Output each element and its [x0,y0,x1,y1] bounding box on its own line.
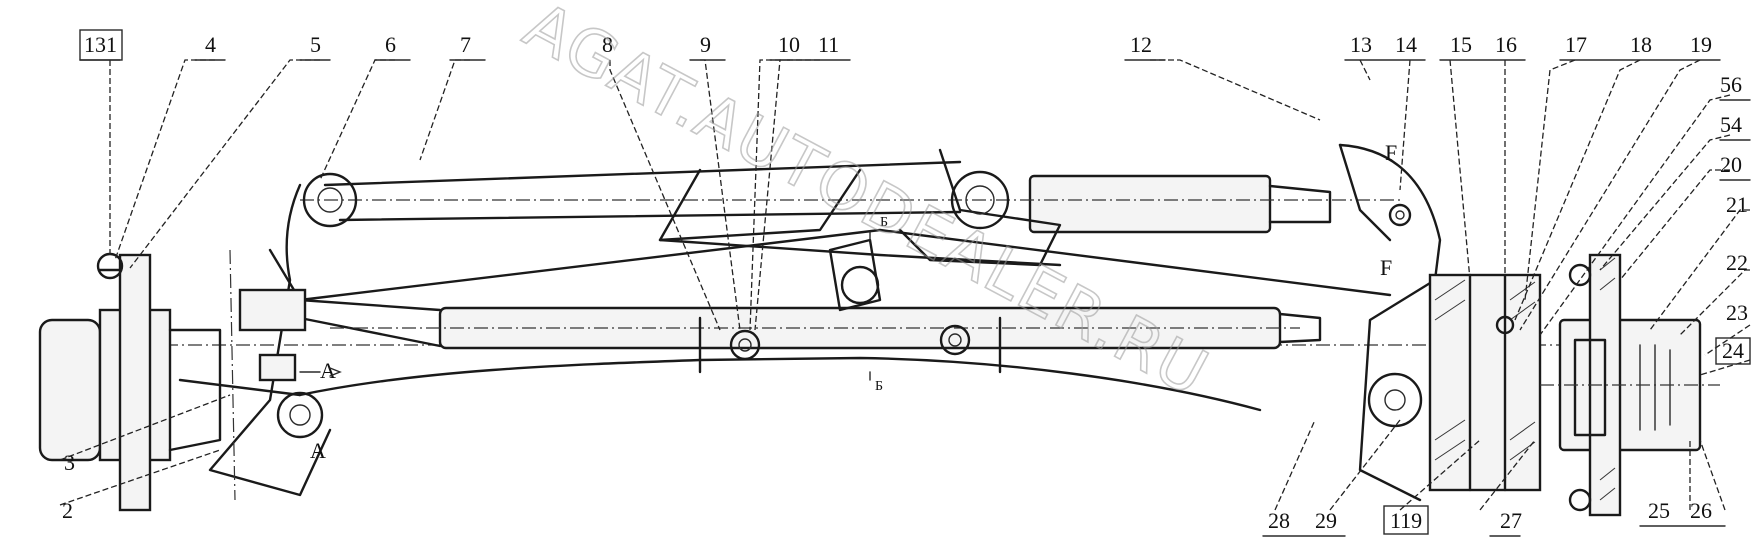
callout-7: 7 [460,32,471,57]
drag-link [300,160,1400,234]
callout-16: 16 [1495,32,1517,57]
callout-27: 27 [1500,508,1522,533]
callout-3: 3 [64,450,75,475]
section-mark-b-upper: Б [880,215,888,230]
callout-5: 5 [310,32,321,57]
callout-54: 54 [1720,112,1742,137]
callout-labels: 131 4 5 6 7 8 9 10 11 12 13 14 15 16 17 … [62,32,1748,533]
callout-13: 13 [1350,32,1372,57]
callout-10: 10 [778,32,800,57]
callout-11: 11 [818,32,839,57]
callout-4: 4 [205,32,216,57]
callout-21: 21 [1726,192,1748,217]
callout-24: 24 [1722,338,1744,363]
callout-underlines [79,29,1751,537]
callout-119: 119 [1390,508,1422,533]
callout-12: 12 [1130,32,1152,57]
callout-19: 19 [1690,32,1712,57]
callout-14: 14 [1395,32,1417,57]
section-mark-f-upper: F [1385,140,1397,165]
callout-9: 9 [700,32,711,57]
left-hub-assembly [38,172,358,512]
callout-28: 28 [1268,508,1290,533]
section-mark-a-upper: A [320,358,336,383]
section-marks: A A Б Б F F [299,140,1397,463]
tie-rod [298,298,1322,374]
right-hub-assembly [1540,253,1720,517]
callout-29: 29 [1315,508,1337,533]
callout-18: 18 [1630,32,1652,57]
callout-56: 56 [1720,72,1742,97]
section-mark-f-lower: F [1380,255,1392,280]
callout-15: 15 [1450,32,1472,57]
callout-23: 23 [1726,300,1748,325]
callout-131: 131 [84,32,117,57]
callout-26: 26 [1690,498,1712,523]
section-mark-a-lower: A [310,438,326,463]
right-knuckle [1338,143,1542,502]
callout-2: 2 [62,498,73,523]
callout-25: 25 [1648,498,1670,523]
fasteners [729,203,1412,361]
center-bracket [658,148,1062,312]
callout-17: 17 [1565,32,1587,57]
callout-6: 6 [385,32,396,57]
section-mark-b-lower: Б [875,379,883,394]
callout-20: 20 [1720,152,1742,177]
callout-8: 8 [602,32,613,57]
callout-22: 22 [1726,250,1748,275]
